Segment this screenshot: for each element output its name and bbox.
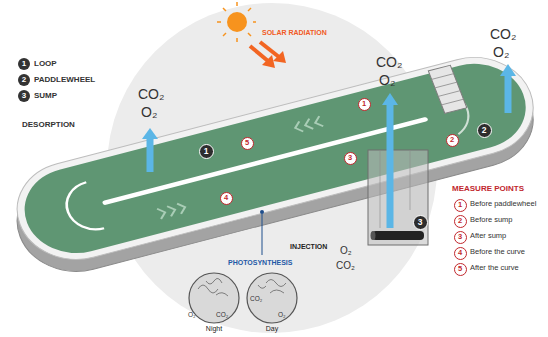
gas-label: CO₂ (336, 260, 355, 272)
gas-label: O₂ (278, 311, 286, 318)
gas-label: O₂ (188, 311, 196, 318)
circle-caption: Day (266, 325, 278, 333)
callout-number: 1 (18, 58, 30, 70)
photosynthesis-leader (260, 210, 264, 255)
gas-label: CO₂ (376, 54, 402, 70)
list-heading: MEASURE POINTS (452, 184, 524, 193)
gas-label: O₂ (141, 104, 157, 120)
measure-point: 4 (220, 192, 233, 205)
process-label: PHOTOSYNTHESIS (228, 259, 292, 267)
callout-number: 3 (18, 90, 30, 102)
gas-label: CO₂ (216, 311, 228, 318)
measure-point: 5 (454, 263, 467, 276)
measure-point: 4 (454, 247, 467, 260)
title-label: SOLAR RADIATION (262, 29, 327, 37)
gas-label: CO₂ (490, 26, 516, 42)
gas-label: CO₂ (138, 86, 164, 102)
gas-label: CO₂ (250, 295, 262, 302)
list-item: Before sump (470, 216, 513, 225)
measure-point: 3 (344, 152, 357, 165)
sump-tank (368, 150, 428, 245)
gas-label: O₂ (379, 72, 395, 88)
part-name: SUMP (34, 91, 57, 100)
callout-number: 1 (199, 144, 214, 159)
photosynthesis-circle: O₂ CO₂ Night (186, 271, 242, 335)
measure-point: 5 (241, 137, 254, 150)
list-item: After the curve (470, 264, 519, 273)
raceway-pond (2, 45, 548, 271)
photosynthesis-circle: CO₂ O₂Day (244, 271, 300, 335)
process-label: INJECTION (290, 243, 327, 251)
measure-point: 1 (358, 98, 371, 111)
sun-symbol (217, 2, 256, 42)
callout-number: 2 (18, 74, 30, 86)
circle-caption: Night (206, 325, 222, 333)
process-label: DESORPTION (22, 120, 75, 129)
gas-label: O₂ (493, 44, 509, 60)
measure-point: 2 (446, 134, 459, 147)
list-item: After sump (470, 232, 506, 241)
list-item: Before the curve (470, 248, 525, 257)
measure-point: 3 (454, 231, 467, 244)
list-item: Before paddlewheel (470, 200, 536, 209)
callout-number: 3 (413, 215, 428, 230)
gas-label: O₂ (340, 245, 352, 257)
part-name: PADDLEWHEEL (34, 75, 95, 84)
measure-point: 1 (454, 199, 467, 212)
measure-point: 2 (454, 215, 467, 228)
callout-number: 2 (477, 123, 492, 138)
radiation-arrows (250, 42, 286, 68)
gas-flow-arrows (142, 64, 516, 228)
part-name: LOOP (34, 59, 57, 68)
